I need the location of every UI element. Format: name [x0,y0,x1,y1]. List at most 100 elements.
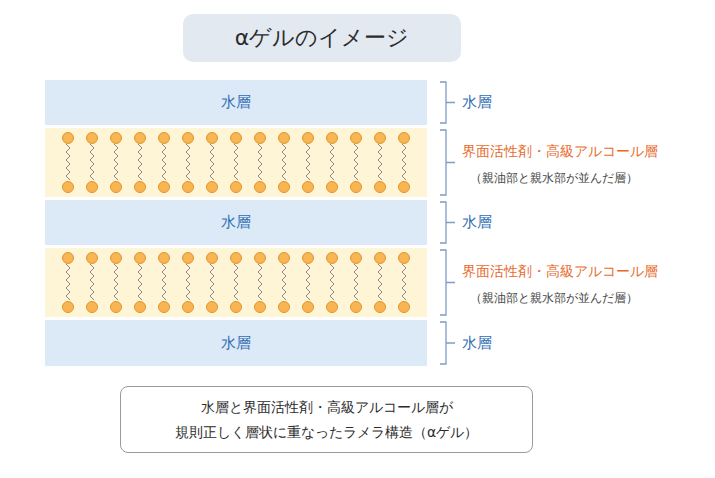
lipid-head [399,302,410,313]
lipid-head [327,182,338,193]
band-label: 水層 [221,93,251,112]
lipid-head [231,133,242,144]
lipid-head [135,302,146,313]
lipid-tail [66,264,70,300]
lipid-head [87,133,98,144]
lipid-tail [138,144,142,180]
lipid-head [207,182,218,193]
lipid-head [87,302,98,313]
lipid-tail [330,144,334,180]
lipid-head [87,182,98,193]
caption-text: 水層と界面活性剤・高級アルコール層が 規則正しく層状に重なったラメラ構造（αゲル… [175,399,478,440]
lipid-head [375,133,386,144]
lipid-head [63,253,74,264]
lipid-head [303,253,314,264]
lipid-head [399,253,410,264]
lipid-head [111,253,122,264]
lipid-tail [354,264,358,300]
lipid-head [183,302,194,313]
lipid-tail [402,144,406,180]
lipid-head [159,302,170,313]
water-label: 水層 [462,334,492,353]
caption-box: 水層と界面活性剤・高級アルコール層が 規則正しく層状に重なったラメラ構造（αゲル… [120,386,533,453]
title-box: αゲルのイメージ [183,14,461,62]
lipid-head [63,302,74,313]
lipid-head [375,253,386,264]
lipid-tail [258,144,262,180]
layer-label: 界面活性剤・高級アルコール層 [462,263,658,281]
lipid-head [327,253,338,264]
lipid-tail [114,264,118,300]
lipid-head [327,302,338,313]
lipid-tail [210,264,214,300]
layer-label: 界面活性剤・高級アルコール層 [462,143,658,161]
lipid-tail [306,144,310,180]
lipid-head [231,302,242,313]
water-band: 水層 [45,320,427,366]
lipid-head [135,133,146,144]
lipid-head [303,182,314,193]
lipid-head [87,253,98,264]
band-label: 水層 [221,334,251,353]
water-band: 水層 [45,200,427,245]
lipid-head [159,253,170,264]
lipid-head [351,182,362,193]
lipid-tail [282,144,286,180]
lipid-head [375,182,386,193]
lipid-head [135,253,146,264]
surfactant-band [45,248,427,317]
lipid-tail [186,264,190,300]
lipid-head [159,133,170,144]
water-label: 水層 [462,93,492,112]
lipid-head [279,302,290,313]
lipid-head [183,253,194,264]
lipid-tail [402,264,406,300]
lipid-head [183,182,194,193]
lipid-head [63,133,74,144]
lipid-tail [378,264,382,300]
layer-note: （親油部と親水部が並んだ層） [470,290,638,307]
lipid-tail [258,264,262,300]
band-label: 水層 [221,213,251,232]
lipid-head [351,253,362,264]
brackets [440,82,455,364]
surfactant-band [45,128,427,197]
water-band: 水層 [45,80,427,125]
lipid-head [351,133,362,144]
lipid-head [231,182,242,193]
lipid-tail [90,144,94,180]
lipid-head [375,302,386,313]
lipid-head [207,302,218,313]
lipid-head [183,133,194,144]
lipid-head [207,253,218,264]
lipid-head [303,133,314,144]
lipid-head [327,133,338,144]
lipid-tail [354,144,358,180]
lipid-tail [162,264,166,300]
lipid-head [399,133,410,144]
lipid-tail [66,144,70,180]
lipid-head [63,182,74,193]
layer-note: （親油部と親水部が並んだ層） [470,170,638,187]
lipid-head [399,182,410,193]
lipid-tail [138,264,142,300]
lipid-head [255,302,266,313]
lipid-head [255,182,266,193]
lipid-head [111,133,122,144]
water-label: 水層 [462,213,492,232]
lipid-head [279,253,290,264]
lipid-head [111,302,122,313]
lipid-head [255,253,266,264]
lipid-tail [186,144,190,180]
lipid-tail [90,264,94,300]
lipid-tail [234,144,238,180]
lipid-head [351,302,362,313]
lipid-tail [378,144,382,180]
lipid-head [207,133,218,144]
lipid-head [111,182,122,193]
lipid-tail [306,264,310,300]
lipid-head [231,253,242,264]
lipid-head [279,182,290,193]
lipid-tail [114,144,118,180]
lipid-tail [234,264,238,300]
